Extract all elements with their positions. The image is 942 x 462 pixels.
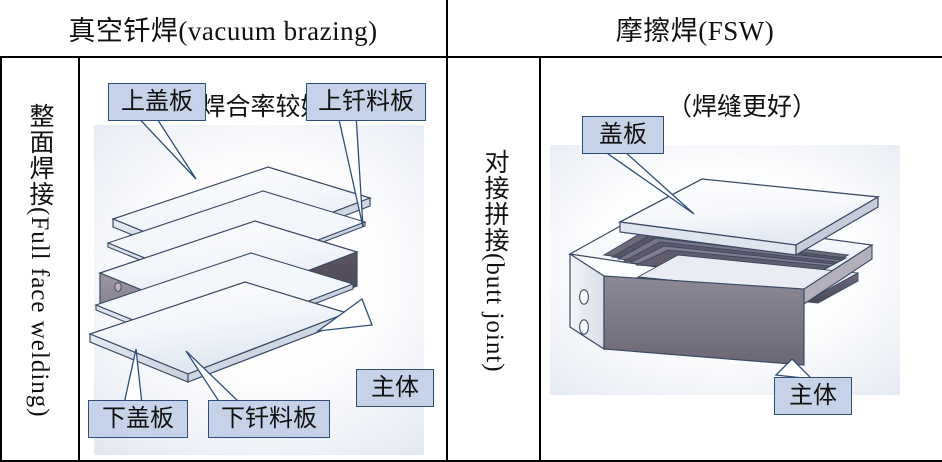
row-label-full-face-welding: 整面焊接(Full face welding) — [26, 103, 53, 418]
header-vacuum-brazing: 真空钎焊(vacuum brazing) — [68, 16, 378, 46]
grid-hline-header — [0, 56, 942, 58]
panel-fsw: （焊缝更好） — [542, 59, 942, 462]
subtitle-right: （焊缝更好） — [666, 94, 817, 121]
panel-vacuum-brazing: （焊合率较好） — [80, 59, 446, 462]
fsw-assembly-diagram — [568, 150, 881, 380]
grid-vline-header-split — [446, 0, 448, 462]
header-fsw: 摩擦焊(FSW) — [615, 16, 775, 46]
callout-upper-braze-sheet[interactable]: 上钎料板 — [306, 83, 426, 121]
cover-plate — [617, 178, 881, 257]
grid-hline-bottom — [0, 460, 942, 462]
grid-vline-mid-label — [539, 57, 541, 462]
grid-vline-far-left — [0, 57, 2, 462]
callout-lower-braze-sheet[interactable]: 下钎料板 — [208, 400, 330, 438]
body-block — [568, 213, 874, 366]
callout-lower-cover-plate[interactable]: 下盖板 — [88, 400, 188, 438]
grid-vline-left-label — [78, 57, 80, 462]
plate-lower-cover — [88, 281, 349, 383]
callout-upper-cover-plate[interactable]: 上盖板 — [108, 83, 206, 121]
callout-body[interactable]: 主体 — [356, 369, 434, 407]
exploded-stack-diagram — [88, 110, 373, 405]
row-label-butt-joint: 对接拼接(butt joint) — [481, 148, 508, 373]
callout-cover-plate[interactable]: 盖板 — [582, 116, 664, 154]
callout-body[interactable]: 主体 — [774, 377, 852, 415]
